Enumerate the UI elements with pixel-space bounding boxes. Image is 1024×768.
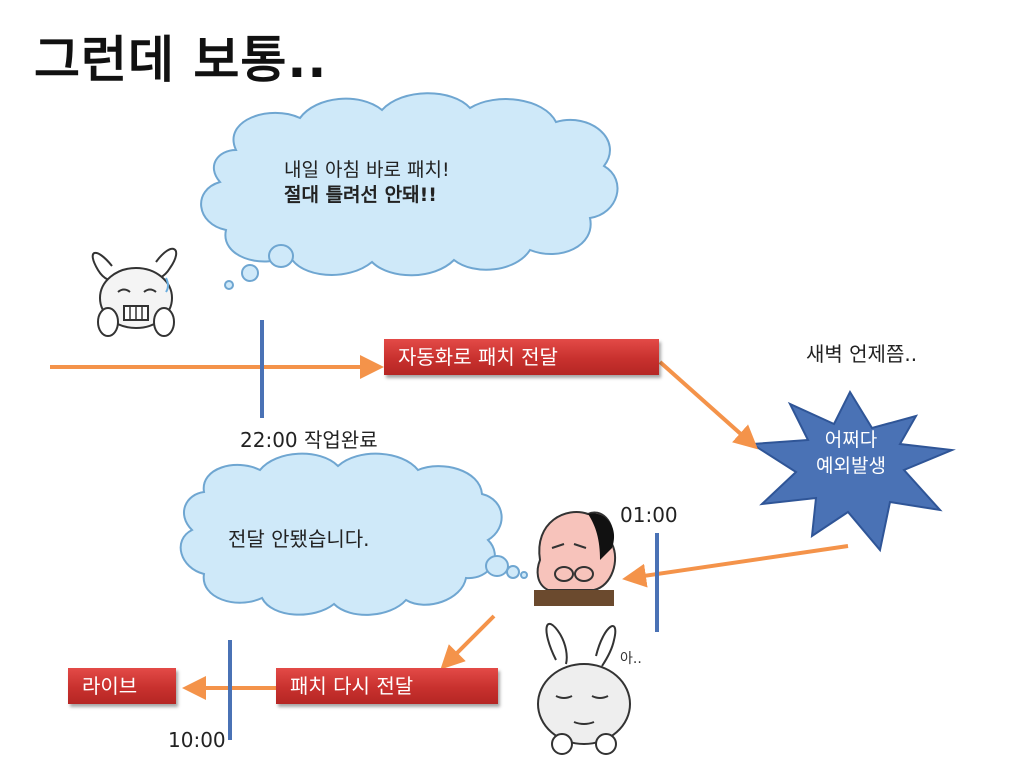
cloud-bottom-text: 전달 안됐습니다.	[228, 527, 370, 551]
cloud-top-line1: 내일 아침 바로 패치!	[284, 159, 450, 181]
live-box: 라이브	[68, 668, 176, 704]
arrow-to-exception	[658, 360, 758, 450]
label-1000: 10:00	[168, 728, 226, 752]
thought-cloud-top	[200, 92, 619, 290]
patch-again-box: 패치 다시 전달	[276, 668, 498, 704]
sticker-caption: 아..	[620, 651, 642, 667]
annoyed-peach-sticker-icon	[530, 508, 617, 612]
label-dawn: 새벽 언제쯤..	[806, 342, 918, 366]
sighing-rabbit-sticker-icon	[528, 616, 652, 760]
thought-cloud-bottom	[179, 452, 528, 616]
burst-line1: 어쩌다	[824, 429, 878, 451]
auto-patch-box: 자동화로 패치 전달	[384, 339, 659, 375]
arrow-to-peach	[622, 544, 849, 588]
cloud-top-line2: 절대 틀려선 안돼!!	[284, 183, 437, 206]
slide-title: 그런데 보통..	[34, 31, 328, 89]
worried-rabbit-sticker-icon	[82, 236, 190, 348]
label-0100: 01:00	[620, 503, 678, 527]
arrow-to-patch-again	[440, 614, 496, 670]
burst-text: 어쩌다 예외발생	[806, 428, 896, 479]
burst-line2: 예외발생	[816, 454, 886, 477]
label-2200-done: 22:00 작업완료	[240, 428, 378, 452]
cloud-top-text: 내일 아침 바로 패치! 절대 틀려선 안돼!!	[284, 158, 450, 207]
exception-burst	[748, 389, 956, 553]
